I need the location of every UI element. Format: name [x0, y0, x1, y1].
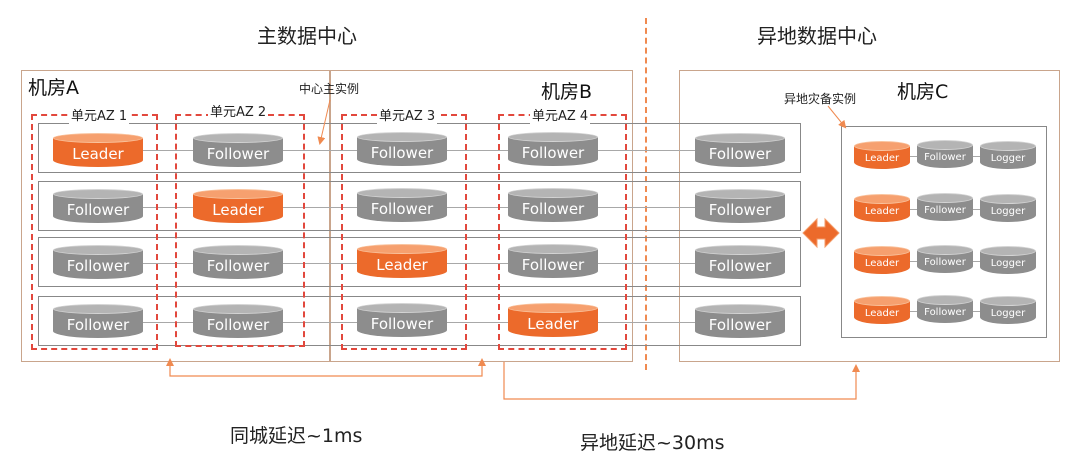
db-label: Follower	[521, 255, 585, 274]
same-city-latency-label: 同城延迟~1ms	[230, 425, 363, 447]
db-label: Follower	[708, 315, 772, 334]
db-label: Follower	[66, 200, 130, 219]
dr-logger[interactable]: Logger	[980, 246, 1036, 274]
db-label: Follower	[206, 315, 270, 334]
dr-cluster-box	[841, 126, 1047, 338]
central-master-note: 中心主实例	[299, 82, 360, 96]
db-follower[interactable]: Follower	[357, 132, 447, 166]
remote-bracket	[503, 362, 857, 400]
db-label: Leader	[864, 153, 900, 164]
remote-latency-label: 异地延迟~30ms	[580, 432, 725, 454]
db-follower[interactable]: Follower	[193, 245, 283, 279]
dr-logger[interactable]: Logger	[980, 194, 1036, 222]
db-follower[interactable]: Follower	[357, 188, 447, 222]
db-follower[interactable]: Follower	[508, 188, 598, 222]
db-label: Follower	[521, 199, 585, 218]
az-1-label: 单元AZ 1	[69, 105, 130, 124]
db-label: Follower	[924, 307, 966, 318]
same-city-bracket	[169, 362, 483, 377]
dr-leader[interactable]: Leader	[854, 194, 910, 222]
room-b-label: 机房B	[541, 81, 593, 103]
main-row-3-box	[38, 237, 801, 287]
db-label: Follower	[708, 144, 772, 163]
replication-double-arrow-icon	[802, 217, 840, 249]
db-label: Follower	[66, 256, 130, 275]
db-label: Follower	[924, 205, 966, 216]
db-label: Follower	[708, 200, 772, 219]
db-label: Follower	[370, 199, 434, 218]
dr-leader[interactable]: Leader	[854, 296, 910, 324]
db-follower[interactable]: Follower	[695, 133, 785, 167]
db-leader[interactable]: Leader	[357, 244, 447, 278]
db-label: Follower	[924, 257, 966, 268]
db-follower[interactable]: Follower	[53, 304, 143, 338]
db-follower[interactable]: Follower	[53, 189, 143, 223]
db-label: Leader	[72, 144, 124, 163]
db-follower[interactable]: Follower	[53, 245, 143, 279]
db-follower[interactable]: Follower	[508, 132, 598, 166]
db-label: Logger	[990, 153, 1026, 164]
dr-logger[interactable]: Logger	[980, 141, 1036, 169]
main-datacenter-title: 主数据中心	[257, 24, 357, 48]
room-c-label: 机房C	[897, 81, 949, 103]
db-label: Follower	[206, 256, 270, 275]
dr-follower[interactable]: Follower	[917, 193, 973, 221]
db-leader[interactable]: Leader	[53, 133, 143, 167]
remote-dr-arrow	[827, 105, 847, 129]
room-a-label: 机房A	[28, 77, 79, 99]
datacenter-divider	[645, 18, 647, 370]
db-follower[interactable]: Follower	[508, 244, 598, 278]
az-4-label: 单元AZ 4	[530, 105, 591, 124]
db-label: Follower	[206, 144, 270, 163]
db-leader[interactable]: Leader	[508, 303, 598, 337]
db-follower[interactable]: Follower	[695, 189, 785, 223]
db-follower[interactable]: Follower	[193, 133, 283, 167]
db-follower[interactable]: Follower	[357, 303, 447, 337]
az-2-label: 单元AZ 2	[208, 101, 269, 120]
db-label: Leader	[864, 206, 900, 217]
dr-leader[interactable]: Leader	[854, 246, 910, 274]
central-master-arrow	[317, 99, 331, 145]
az-3-label: 单元AZ 3	[377, 105, 438, 124]
db-label: Leader	[864, 258, 900, 269]
db-follower[interactable]: Follower	[695, 245, 785, 279]
db-label: Leader	[864, 308, 900, 319]
db-label: Logger	[990, 308, 1026, 319]
remote-datacenter-title: 异地数据中心	[757, 24, 877, 48]
db-label: Leader	[212, 200, 264, 219]
db-label: Follower	[370, 143, 434, 162]
dr-follower[interactable]: Follower	[917, 295, 973, 323]
db-label: Logger	[990, 258, 1026, 269]
db-label: Follower	[708, 256, 772, 275]
main-row-2-box	[38, 181, 801, 231]
dr-follower[interactable]: Follower	[917, 245, 973, 273]
db-label: Follower	[66, 315, 130, 334]
db-label: Follower	[521, 143, 585, 162]
db-label: Leader	[527, 314, 579, 333]
db-label: Leader	[376, 255, 428, 274]
db-leader[interactable]: Leader	[193, 189, 283, 223]
main-row-4-box	[38, 296, 801, 346]
room-a-box	[21, 70, 330, 362]
db-label: Follower	[924, 152, 966, 163]
dr-follower[interactable]: Follower	[917, 140, 973, 168]
dr-leader[interactable]: Leader	[854, 141, 910, 169]
db-follower[interactable]: Follower	[695, 304, 785, 338]
db-label: Logger	[990, 206, 1026, 217]
db-follower[interactable]: Follower	[193, 304, 283, 338]
room-c-box	[679, 70, 1060, 362]
db-label: Follower	[370, 314, 434, 333]
remote-dr-note: 异地灾备实例	[784, 92, 857, 106]
dr-logger[interactable]: Logger	[980, 296, 1036, 324]
